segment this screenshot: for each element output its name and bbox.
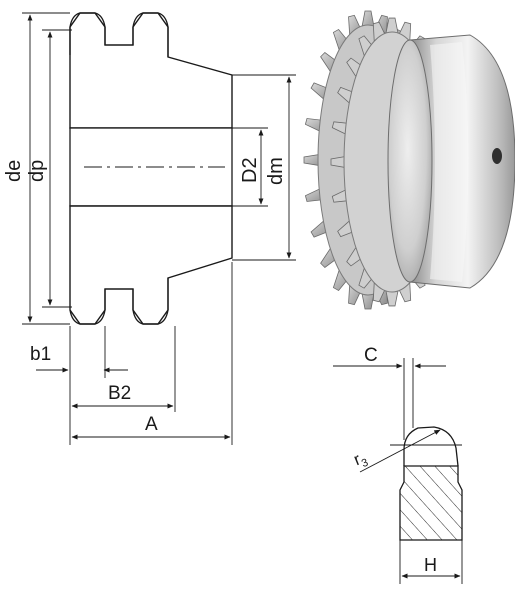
tooth-profile: C r3 H — [333, 345, 463, 584]
upper-section — [69, 12, 233, 129]
hub-edge — [387, 39, 433, 283]
label-dm: dm — [265, 157, 287, 185]
label-b1: b1 — [30, 344, 51, 365]
dim-a: A — [71, 262, 233, 445]
set-screw-hole — [492, 148, 502, 164]
dim-d2: D2 — [232, 127, 268, 207]
label-a: A — [145, 414, 158, 435]
dim-b2: B2 — [71, 326, 176, 412]
label-b2: B2 — [108, 383, 131, 404]
label-dp: dp — [26, 160, 48, 182]
label-r3: r3 — [351, 447, 370, 472]
label-d2: D2 — [239, 157, 261, 183]
dim-b1: b1 — [30, 326, 128, 445]
dim-dm: dm — [232, 74, 296, 261]
dim-dp: dp — [26, 29, 72, 308]
label-c: C — [364, 345, 378, 366]
label-h: H — [424, 555, 437, 575]
tooth-body — [399, 465, 463, 541]
section-view — [69, 12, 233, 325]
lower-section — [69, 205, 233, 325]
sprocket-render — [303, 10, 515, 310]
tooth-tip — [403, 426, 459, 467]
dim-de: de — [3, 12, 70, 325]
label-de: de — [3, 160, 25, 182]
